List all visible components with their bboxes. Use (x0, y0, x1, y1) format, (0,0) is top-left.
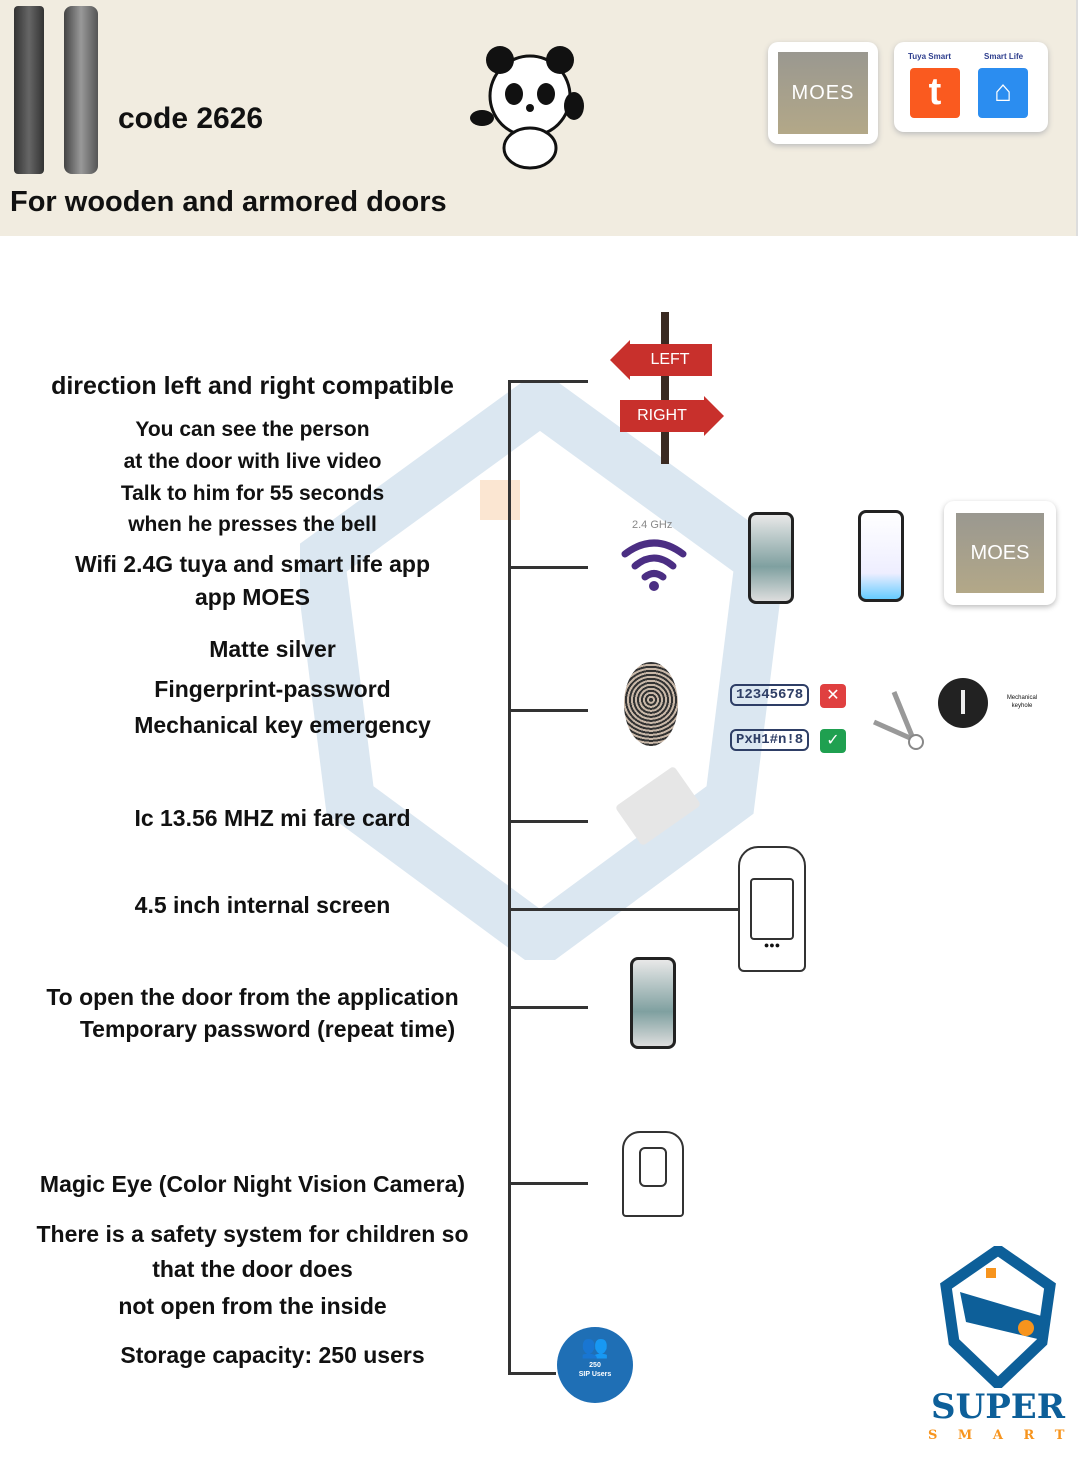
keys-icon (872, 691, 924, 750)
header-banner: code 2626 For wooden and armored doors M… (0, 0, 1078, 236)
door-lock-image (64, 6, 98, 174)
connector (508, 1372, 556, 1375)
app-logos-card: Tuya Smart Smart Life t ⌂ (894, 42, 1048, 132)
feature-app: app MOES (194, 584, 310, 610)
tuya-app-icon: t (910, 68, 960, 118)
connector-spine (508, 380, 511, 1375)
feature-storage: Storage capacity: 250 users (120, 1342, 425, 1368)
feature-child-safety: not open from the inside (118, 1293, 387, 1319)
lock-error-icon: ✕ (820, 684, 846, 708)
feature-video: You can see the person (135, 418, 370, 441)
feature-key: Mechanical key emergency (134, 712, 431, 738)
password-good: PxH1#n!8 (730, 729, 810, 751)
password-bad: 12345678 (730, 684, 810, 706)
feature-card: Ic 13.56 MHZ mi fare card (134, 805, 411, 831)
feature-video: Talk to him for 55 seconds (120, 482, 385, 505)
lock-ok-icon: ✓ (820, 729, 846, 753)
connector (508, 380, 588, 383)
feature-magic-eye: Magic Eye (Color Night Vision Camera) (39, 1171, 466, 1197)
brand-tagline: S M A R T (928, 1428, 1073, 1443)
fingerprint-icon (624, 662, 678, 746)
panda-icon (470, 46, 584, 170)
feature-fingerprint: Fingerprint-password (154, 676, 391, 702)
super-smart-logo-icon (940, 1246, 1056, 1388)
phone-app-image (630, 957, 676, 1049)
users-badge: 👥 250 SIP Users (557, 1327, 633, 1403)
feature-video: at the door with live video (123, 450, 382, 473)
smartlife-label: Smart Life (984, 52, 1024, 61)
connector (508, 566, 588, 569)
feature-direction: direction left and right compatible (51, 372, 454, 400)
product-subtitle: For wooden and armored doors (10, 186, 447, 218)
feature-child-safety: that the door does (152, 1256, 353, 1282)
feature-temp-password: Temporary password (repeat time) (79, 1016, 456, 1042)
smartlife-app-icon: ⌂ (978, 68, 1028, 118)
connector (508, 820, 588, 823)
wifi-band-label: 2.4 GHz (632, 519, 673, 531)
brand-name: SUPER (931, 1387, 1065, 1427)
keyhole-icon (938, 678, 988, 728)
feature-app-open: To open the door from the application (46, 984, 459, 1010)
connector (508, 1182, 588, 1185)
phone-app-image (858, 510, 904, 602)
connector (508, 1006, 588, 1009)
feature-child-safety: There is a safety system for children so (36, 1221, 469, 1247)
keyhole-label: Mechanical keyhole (1006, 695, 1038, 709)
wifi-icon (621, 539, 687, 591)
phone-app-image (748, 512, 794, 604)
feature-wifi: Wifi 2.4G tuya and smart life app (74, 551, 431, 577)
door-lock-image (14, 6, 44, 174)
tuya-label: Tuya Smart (908, 52, 951, 61)
magic-eye-camera-image (622, 1131, 684, 1217)
moes-app-logo: MOES (768, 42, 878, 144)
feature-finish: Matte silver (209, 636, 336, 662)
connector (508, 908, 740, 911)
moes-logo: MOES (944, 501, 1056, 605)
feature-screen: 4.5 inch internal screen (134, 892, 391, 918)
signpost-icon: LEFT RIGHT (610, 312, 725, 464)
internal-screen-image: ●●● (738, 846, 806, 972)
feature-video: when he presses the bell (128, 513, 377, 536)
connector (508, 709, 588, 712)
product-code: code 2626 (118, 102, 264, 135)
